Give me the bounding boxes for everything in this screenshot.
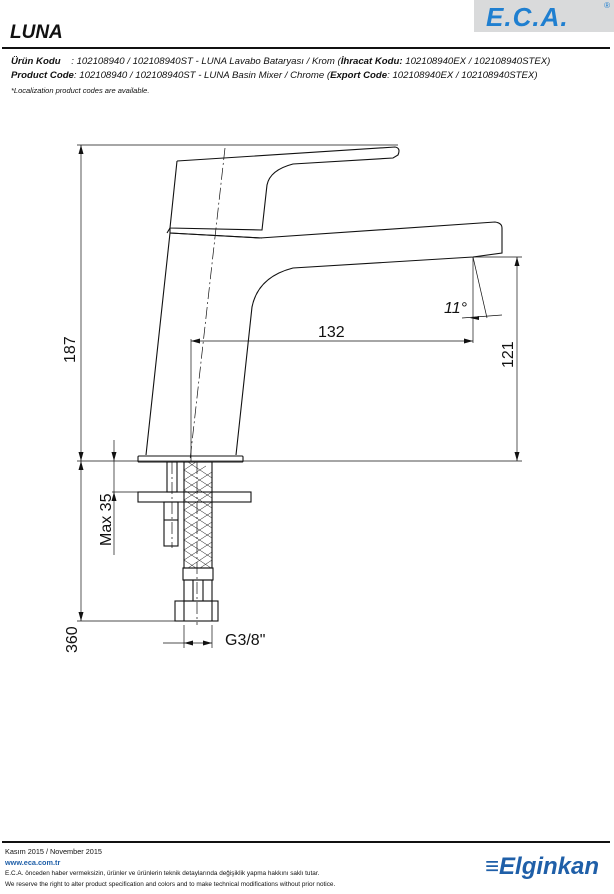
- elginkan-logo-text: Elginkan: [499, 853, 600, 880]
- elginkan-logo-icon: ≡: [485, 853, 500, 880]
- dim-spout-height: 121: [500, 341, 517, 368]
- lever-outline: [169, 146, 400, 231]
- product-code-tr: Ürün Kodu : 102108940 / 102108940ST - LU…: [11, 56, 550, 67]
- tr-text: : 102108940 / 102108940ST - LUNA Lavabo …: [71, 56, 341, 67]
- footer-disclaimer-en: We reserve the right to alter product sp…: [5, 881, 336, 888]
- localization-note: *Localization product codes are availabl…: [11, 86, 150, 95]
- dim-connection: G3/8": [225, 632, 265, 649]
- tr-export-label: İhracat Kodu:: [340, 56, 403, 67]
- en-export-text: : 102108940EX / 102108940STEX): [387, 70, 538, 81]
- registered-mark: ®: [604, 1, 610, 10]
- dim-total-height: 187: [62, 336, 79, 363]
- hose-connector-nut: [174, 600, 219, 622]
- fixing-nut: [163, 501, 179, 547]
- footer-date: Kasım 2015 / November 2015: [5, 847, 102, 856]
- tr-export-text: 102108940EX / 102108940STEX): [402, 56, 551, 67]
- dim-angle: 11°: [444, 300, 468, 317]
- fixing-plate: [137, 491, 252, 503]
- eca-logo-text: E.C.A.: [486, 2, 569, 32]
- elginkan-logo: ≡Elginkan: [485, 853, 599, 881]
- header-divider: [2, 47, 610, 49]
- flex-hose: [183, 461, 213, 569]
- dim-max-thickness: Max 35: [98, 493, 115, 546]
- dim-reach: 132: [318, 324, 345, 341]
- footer-website-link[interactable]: www.eca.com.tr: [5, 858, 61, 867]
- eca-logo: E.C.A. ®: [474, 0, 614, 32]
- mixer-body-outline: [145, 221, 503, 456]
- en-text: : 102108940 / 102108940ST - LUNA Basin M…: [73, 70, 331, 81]
- product-code-en: Product Code: 102108940 / 102108940ST - …: [11, 70, 538, 81]
- page-title: LUNA: [10, 22, 63, 43]
- tr-label: Ürün Kodu: [11, 56, 61, 67]
- footer-divider: [2, 841, 610, 843]
- en-label: Product Code: [11, 70, 74, 81]
- dim-hose-length: 360: [64, 626, 81, 653]
- footer-disclaimer-tr: E.C.A. önceden haber vermeksizin, ürünle…: [5, 870, 320, 877]
- en-export-label: Export Code: [330, 70, 388, 81]
